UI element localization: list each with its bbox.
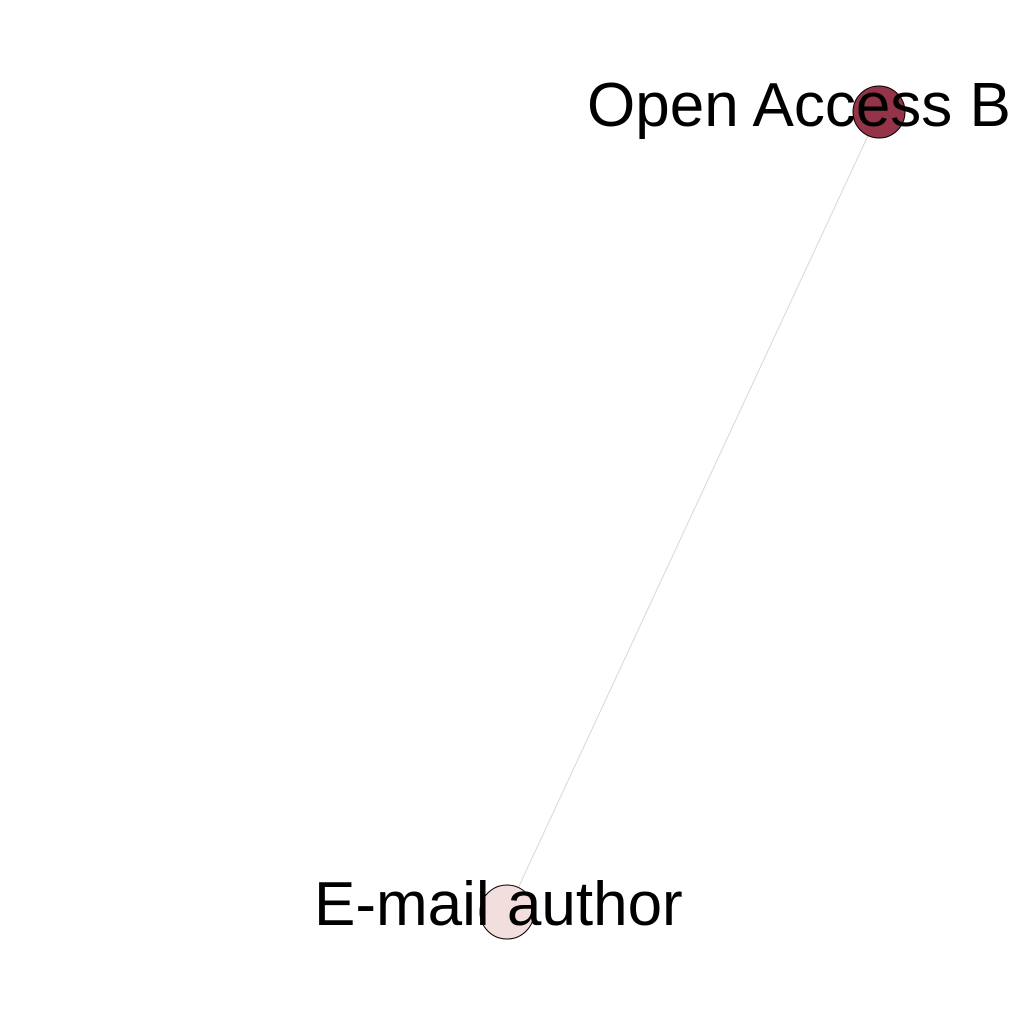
graph-node-email-author[interactable]	[479, 884, 535, 940]
node-label-email-author: E-mail author	[314, 870, 683, 939]
graph-edge	[506, 111, 880, 913]
node-label-open-access: Open Access B	[587, 71, 1011, 140]
graph-node-open-access[interactable]	[852, 85, 906, 139]
